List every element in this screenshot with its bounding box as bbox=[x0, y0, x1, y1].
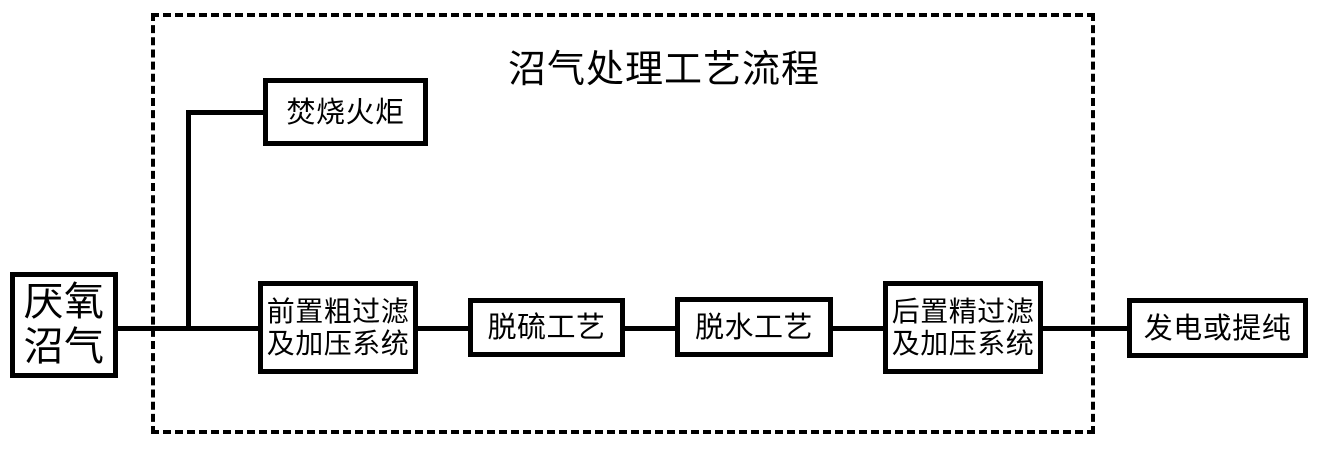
connector-dehydration-to-postfilter bbox=[830, 326, 886, 331]
process-scope-boundary bbox=[151, 13, 1095, 434]
node-anaerobic-biogas-label: 厌氧 沼气 bbox=[23, 279, 105, 370]
node-power-generation-or-purification-label: 发电或提纯 bbox=[1143, 310, 1292, 345]
node-power-generation-or-purification[interactable]: 发电或提纯 bbox=[1127, 298, 1308, 358]
node-desulfurization-process[interactable]: 脱硫工艺 bbox=[468, 298, 625, 357]
node-desulfurization-process-label: 脱硫工艺 bbox=[487, 310, 606, 345]
node-post-fine-filter-pressurization-label: 后置精过滤 及加压系统 bbox=[891, 295, 1035, 360]
connector-desulfurization-to-dehydration bbox=[622, 326, 678, 331]
page-title: 沼气处理工艺流程 bbox=[508, 47, 821, 91]
connector-postfilter-to-output bbox=[1040, 326, 1130, 331]
connector-branch-riser-to-flare bbox=[186, 110, 191, 331]
node-incineration-flare-label: 焚烧火炬 bbox=[286, 94, 405, 129]
node-dehydration-process[interactable]: 脱水工艺 bbox=[675, 297, 833, 357]
node-pre-coarse-filter-pressurization-label: 前置粗过滤 及加压系统 bbox=[266, 295, 410, 360]
node-anaerobic-biogas[interactable]: 厌氧 沼气 bbox=[10, 272, 118, 378]
connector-riser-to-flare-box bbox=[186, 110, 265, 115]
node-post-fine-filter-pressurization[interactable]: 后置精过滤 及加压系统 bbox=[883, 281, 1043, 374]
node-incineration-flare[interactable]: 焚烧火炬 bbox=[263, 78, 428, 146]
node-pre-coarse-filter-pressurization[interactable]: 前置粗过滤 及加压系统 bbox=[258, 281, 418, 374]
node-dehydration-process-label: 脱水工艺 bbox=[694, 309, 813, 344]
connector-prefilter-to-desulfurization bbox=[415, 326, 471, 331]
